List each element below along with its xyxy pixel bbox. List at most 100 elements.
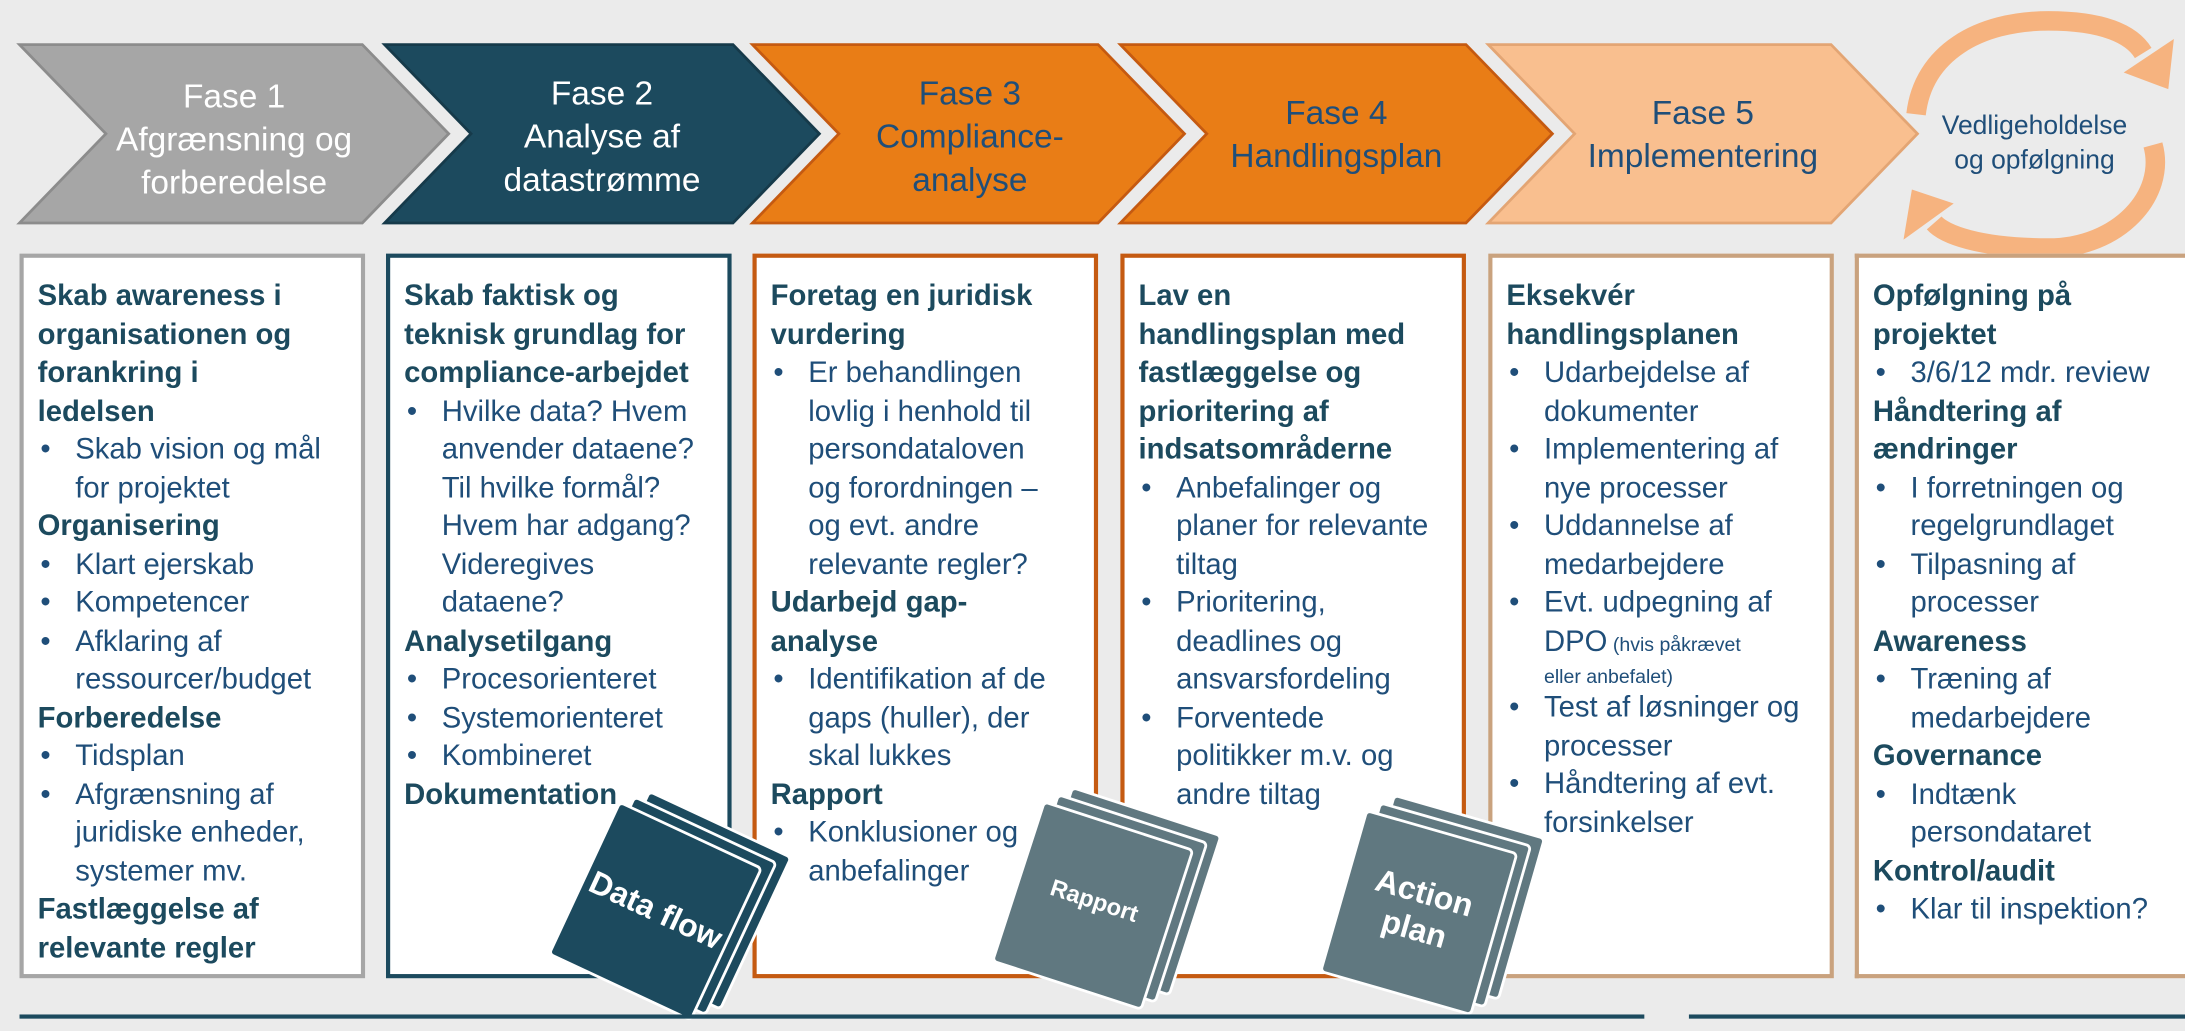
bullet-line: Skab vision og mål (75, 433, 321, 466)
section-heading: ændringer (1872, 433, 2018, 466)
baseline-right (1688, 1014, 2185, 1019)
bullet-line: Klar til inspektion? (1910, 893, 2148, 926)
bullet-item: Kombineret (404, 737, 713, 775)
section-heading: Foretag en juridisk (770, 280, 1033, 313)
bullet-item: Systemorienteret (404, 699, 713, 737)
bullet-line: tiltag (1176, 548, 1238, 581)
bullet-line: gaps (huller), der (808, 701, 1030, 734)
section-heading: Rapport (770, 778, 883, 811)
document-stack-icon: Rapport (990, 785, 1223, 1011)
bullet-line: Kompetencer (75, 586, 250, 619)
bullet-line: og evt. andre (808, 510, 980, 543)
phase-3-arrow (749, 43, 1187, 225)
section-heading: handlingsplan med (1138, 318, 1406, 351)
section-heading: analyse (770, 624, 878, 658)
bullet-line: dataene? (441, 586, 564, 619)
bullet-line: Forventede (1176, 701, 1325, 734)
bullet-item: Kompetencer (38, 584, 347, 622)
dpo-text: DPO (1543, 624, 1608, 658)
section-heading: Forberedelse (37, 701, 222, 734)
bullet-line: Evt. udpegning af (1543, 586, 1772, 619)
bullet-line: Afklaring af (75, 624, 222, 658)
dpo-note: (hvis påkrævet (1607, 631, 1741, 655)
bullet-item: Tidsplan (38, 737, 347, 775)
phase-label-line: Fase 4 (1285, 94, 1388, 133)
phase-label-line: Fase 5 (1651, 94, 1754, 133)
phase-label-line: analyse (912, 161, 1028, 200)
phase-label-line: Afgrænsning og (116, 121, 353, 159)
section-heading: organisationen og (37, 318, 292, 351)
section-heading: Skab faktisk og (404, 280, 619, 313)
dpo-note-continued: eller anbefalet) (1543, 664, 1674, 687)
bullet-line: anvender dataene? (441, 433, 694, 466)
bullet-line: dokumenter (1543, 395, 1699, 428)
bullet-line: juridiske enheder, (75, 816, 305, 849)
bullet-line: Indtænk (1910, 778, 2017, 811)
bullet-line: relevante regler? (808, 548, 1028, 581)
bullet-line: Kombineret (441, 739, 592, 772)
bullet-item: Prioritering,deadlines ogansvarsfordelin… (1138, 584, 1447, 699)
bullet-line: Prioritering, (1176, 586, 1326, 619)
bullet-item: Håndtering af evt.forsinkelser (1506, 765, 1815, 842)
bullet-item: Indtænk persondataret (1873, 775, 2171, 852)
phase-1-content-box: Skab awareness i organisationen og forankr… (19, 253, 366, 979)
bullet-line: Hvilke data? Hvem (441, 395, 688, 428)
bullet-line: ansvarsfordeling (1176, 663, 1391, 696)
bullet-item: Procesorienteret (404, 661, 713, 699)
bullet-line: Afgrænsning af (75, 778, 274, 811)
phase-label-line: Analyse af (523, 118, 681, 157)
bullet-line: nye processer (1543, 471, 1728, 504)
section-heading: Eksekvér (1506, 280, 1635, 313)
bullet-line: medarbejdere (1910, 701, 2092, 734)
section-heading: Organisering (37, 510, 220, 543)
bullet-line: andre tiltag (1176, 778, 1321, 811)
bullet-line: DPO (hvis påkrævet (1544, 622, 1816, 663)
section-heading: Fastlæggelse af (37, 893, 259, 926)
phase-2-label: Fase 2 Analyse af datastrømme (463, 72, 742, 202)
bullet-item: Tilpasning af processer (1873, 546, 2171, 623)
bullet-line: processer (1910, 586, 2039, 619)
bullet-line: Håndtering af evt. (1543, 767, 1775, 800)
bullet-line: skal lukkes (808, 739, 952, 772)
bullet-line: Konklusioner og (808, 816, 1019, 849)
section-heading: indsatsområderne (1138, 433, 1393, 466)
bullet-line: persondataret (1910, 816, 2092, 849)
section-heading: forankring i (37, 356, 199, 389)
section-heading: Skab awareness i (37, 280, 282, 313)
phase-label-line: Fase 2 (550, 75, 654, 113)
section-heading: Analysetilgang (404, 624, 613, 658)
bullet-line: Klart ejerskab (75, 548, 255, 581)
section-heading: projektet (1872, 318, 1997, 351)
phase-label-line: Vedligeholdelse (1941, 111, 2128, 141)
phase-5-arrow (1484, 43, 1920, 225)
section-heading: Awareness (1872, 624, 2027, 658)
bullet-line: medarbejdere (1543, 548, 1725, 581)
bullet-line: Videregives (441, 548, 595, 581)
section-heading: Dokumentation (404, 778, 618, 811)
bullet-item: Klar til inspektion? (1873, 890, 2171, 928)
bullet-line: Anbefalinger og (1176, 471, 1382, 504)
section-heading: prioritering af (1138, 395, 1329, 428)
section-heading: Opfølgning på (1872, 280, 2072, 313)
bullet-line: Identifikation af de (808, 663, 1046, 696)
bullet-line: Tilpasning af (1910, 548, 2076, 581)
phase-2-arrow (381, 43, 822, 225)
cycle-arrow-icon (1903, 11, 2174, 258)
bullet-line: Test af løsninger og (1543, 691, 1800, 724)
bullet-line: processer (1543, 729, 1673, 762)
phase-label-line: datastrømme (503, 161, 701, 200)
bullet-item: Klart ejerskab (38, 546, 347, 584)
